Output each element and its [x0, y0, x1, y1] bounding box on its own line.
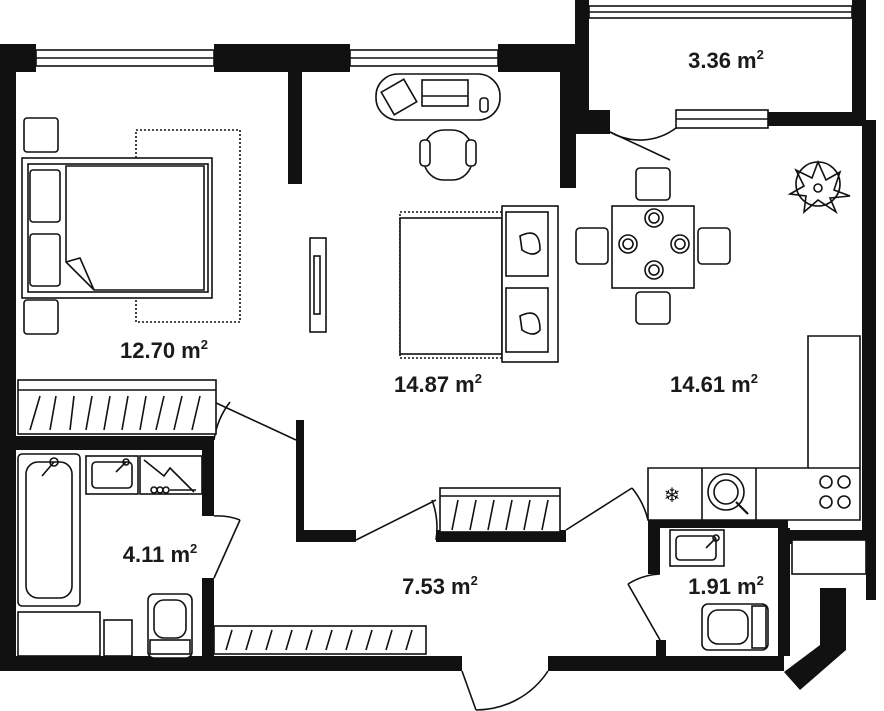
hallway-wardrobe [213, 625, 427, 655]
area-bedroom-2: 14.87 m2 [394, 371, 482, 397]
doors [213, 127, 677, 711]
plant-icon [787, 159, 851, 215]
kitchen-furniture: ❄ [575, 159, 861, 521]
area-toilet: 1.91 m2 [688, 573, 764, 599]
area-bedroom-1: 12.70 m2 [120, 337, 208, 363]
toilet-fixtures [669, 529, 769, 651]
area-kitchen-living: 14.61 m2 [670, 371, 758, 397]
area-labels: 12.70 m2 14.87 m2 14.61 m2 3.36 m2 4.11 … [120, 47, 764, 599]
area-hallway: 7.53 m2 [402, 573, 478, 599]
walls [0, 0, 876, 690]
bathroom-fixtures [17, 453, 203, 659]
snowflake-icon: ❄ [664, 485, 681, 507]
area-bathroom: 4.11 m2 [123, 541, 198, 567]
bedroom-1-furniture [17, 117, 241, 435]
area-balcony: 3.36 m2 [688, 47, 764, 73]
bedroom-2-furniture [309, 73, 561, 533]
